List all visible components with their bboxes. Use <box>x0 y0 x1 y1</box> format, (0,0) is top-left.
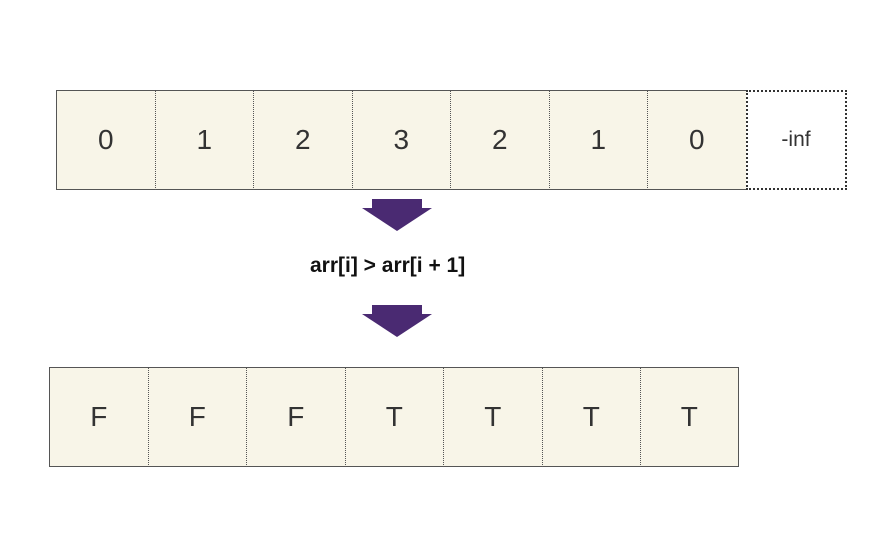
output-array: F F F T T T T <box>49 367 739 467</box>
condition-label: arr[i] > arr[i + 1] <box>310 254 466 277</box>
input-cell-5: 1 <box>548 90 647 190</box>
input-array: 0 1 2 3 2 1 0 -inf <box>56 90 847 190</box>
output-cell-4: T <box>443 367 542 467</box>
arrow-down-icon <box>362 305 432 337</box>
input-cell-6: 0 <box>647 90 746 190</box>
input-cell-1: 1 <box>154 90 253 190</box>
output-cell-5: T <box>541 367 640 467</box>
sentinel-cell: -inf <box>745 90 847 190</box>
input-cell-2: 2 <box>253 90 352 190</box>
input-cell-4: 2 <box>450 90 549 190</box>
output-cell-6: T <box>640 367 739 467</box>
input-cell-3: 3 <box>351 90 450 190</box>
output-cell-1: F <box>147 367 246 467</box>
arrow-down-icon <box>362 199 432 231</box>
output-cell-2: F <box>246 367 345 467</box>
input-cell-0: 0 <box>56 90 155 190</box>
output-cell-3: T <box>344 367 443 467</box>
output-cell-0: F <box>49 367 148 467</box>
